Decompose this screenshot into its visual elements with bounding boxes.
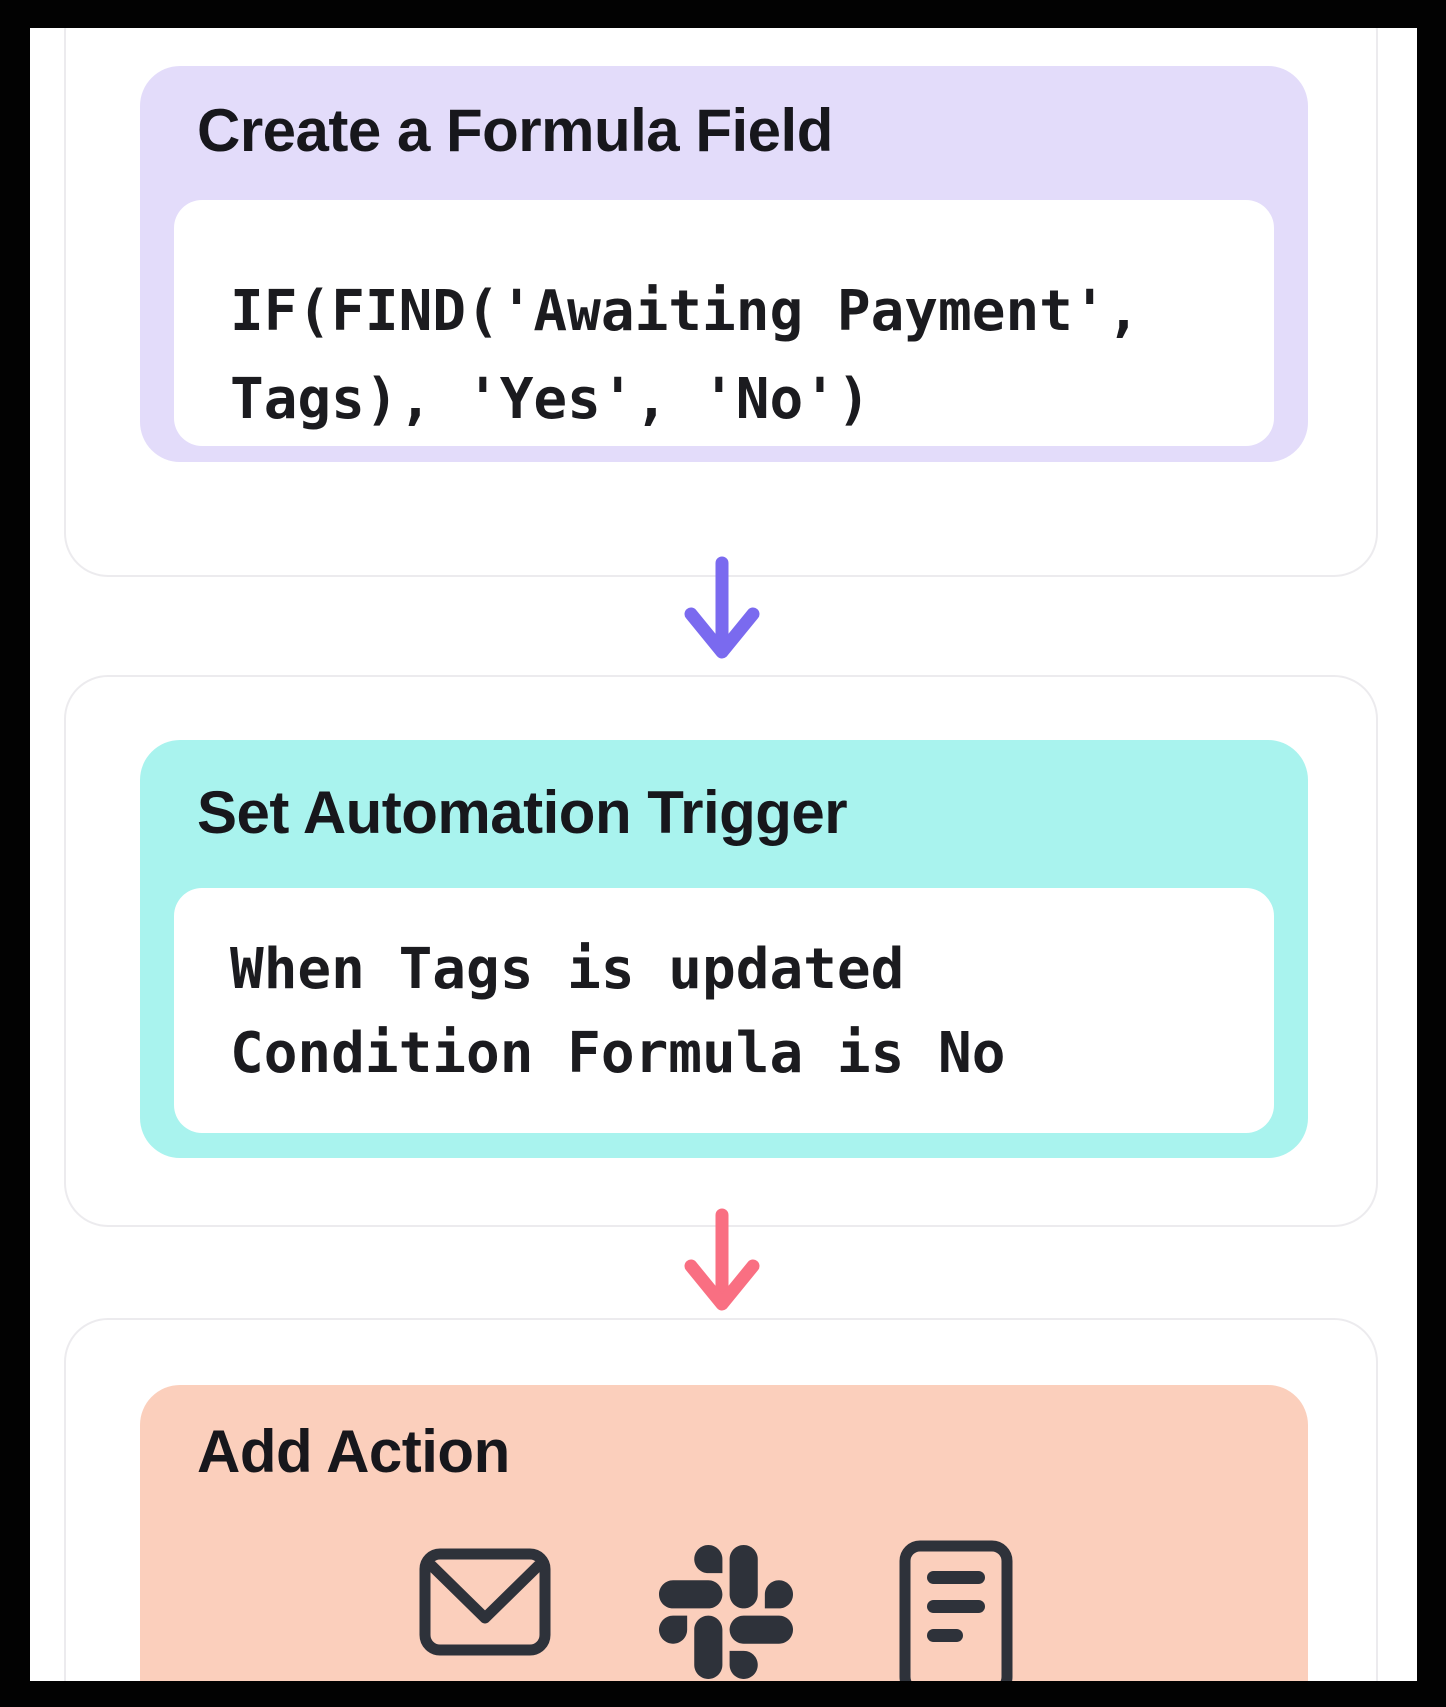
formula-code-line-1: IF(FIND('Awaiting Payment', xyxy=(230,279,1141,344)
formula-code-box: IF(FIND('Awaiting Payment', Tags), 'Yes'… xyxy=(174,200,1274,446)
flow-arrow-purple xyxy=(682,556,762,660)
slack-icon xyxy=(659,1545,793,1679)
step-title-add-action: Add Action xyxy=(197,1418,510,1485)
arrow-down-icon xyxy=(684,556,760,659)
step-title-create-formula-field: Create a Formula Field xyxy=(197,97,833,164)
trigger-line-2: Condition Formula is No xyxy=(230,1021,1006,1086)
flow-arrow-pink xyxy=(682,1208,762,1312)
step-title-set-automation-trigger: Set Automation Trigger xyxy=(197,779,848,846)
step-container-action: Add Action xyxy=(64,1318,1378,1681)
arrow-down-icon xyxy=(684,1208,760,1311)
email-icon xyxy=(418,1548,552,1656)
trigger-description-box: When Tags is updated Condition Formula i… xyxy=(174,888,1274,1133)
action-step-card: Add Action xyxy=(140,1385,1308,1681)
formula-step-card: Create a Formula Field IF(FIND('Awaiting… xyxy=(140,66,1308,462)
document-icon xyxy=(898,1540,1014,1681)
trigger-step-card: Set Automation Trigger When Tags is upda… xyxy=(140,740,1308,1158)
formula-code-line-2: Tags), 'Yes', 'No') xyxy=(230,367,871,432)
step-container-formula: Create a Formula Field IF(FIND('Awaiting… xyxy=(64,28,1378,577)
step-container-trigger: Set Automation Trigger When Tags is upda… xyxy=(64,675,1378,1227)
page-background: Create a Formula Field IF(FIND('Awaiting… xyxy=(30,28,1417,1681)
trigger-line-1: When Tags is updated xyxy=(230,937,905,1002)
